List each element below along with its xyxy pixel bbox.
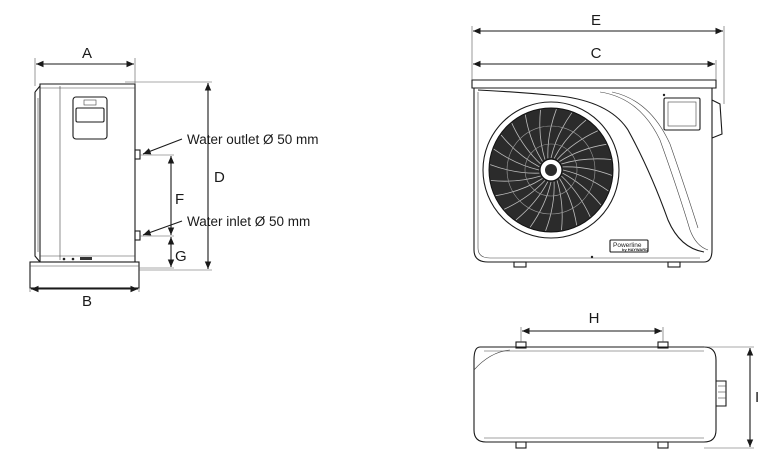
brand-badge	[609, 239, 649, 253]
fan-blade-line	[547, 109, 557, 159]
fan-blade-line	[490, 164, 540, 174]
dimension-g-label: G	[175, 248, 187, 265]
fan-blade-line	[539, 109, 546, 160]
fan-blade-line	[490, 175, 541, 182]
fan-blade-line	[562, 172, 602, 206]
dimension-a-label: A	[82, 45, 92, 62]
front-view-lid	[471, 79, 717, 89]
control-panel	[72, 96, 108, 140]
side-view-body	[39, 83, 136, 263]
fan-blade-line	[545, 181, 555, 231]
fan-blade-line	[550, 112, 573, 159]
fan-blade-line	[529, 181, 552, 228]
water-outlet-leader	[142, 138, 183, 155]
front-view: Powerline by HAYWARD E C	[471, 12, 725, 268]
fan-blade-line	[524, 114, 543, 162]
fan-blade-line	[504, 180, 546, 210]
front-control-display	[663, 97, 701, 131]
fan-blade-line	[559, 178, 578, 226]
fan-blade-line	[561, 158, 612, 165]
fan-grille	[482, 101, 620, 239]
fan-blade-line	[562, 166, 612, 176]
front-foot-left	[513, 261, 527, 268]
front-foot-right	[667, 261, 681, 268]
fan-blade-line	[556, 130, 598, 160]
dimension-e-label: E	[591, 12, 601, 29]
side-view: A B D F G Water outlet Ø 50 mm Water inl…	[29, 45, 319, 310]
water-outlet-pipe	[134, 149, 141, 160]
dimension-d-label: D	[214, 169, 225, 186]
fan-blade-line	[559, 143, 607, 162]
fan-blade-line	[515, 181, 549, 221]
top-view-outline	[473, 346, 717, 443]
dimension-f-label: F	[175, 191, 184, 208]
front-panel-swoosh	[477, 89, 705, 253]
top-view: H I	[473, 310, 759, 449]
fan-blade-line	[562, 169, 609, 192]
fan-blade-line	[561, 175, 591, 217]
front-view-body	[473, 88, 713, 263]
water-inlet-label: Water inlet Ø 50 mm	[187, 214, 310, 229]
water-inlet-leader	[142, 220, 183, 236]
fan-blade-line	[495, 178, 543, 197]
fan-blade-line	[553, 119, 587, 159]
fan-blade-line	[511, 123, 541, 165]
dimension-b-label: B	[82, 293, 92, 310]
fan-blade-line	[556, 180, 563, 231]
fan-blade-line	[493, 148, 540, 171]
dimension-i-label: I	[755, 389, 759, 406]
fan-blade-line	[500, 134, 540, 168]
side-handle	[711, 99, 723, 139]
dimension-h-label: H	[589, 310, 600, 327]
side-view-left-edge	[34, 85, 41, 263]
water-outlet-label: Water outlet Ø 50 mm	[187, 132, 319, 147]
top-view-connector	[716, 380, 727, 407]
brand-subline: by HAYWARD	[622, 247, 648, 252]
water-inlet-pipe	[134, 230, 141, 241]
dimension-c-label: C	[591, 45, 602, 62]
brand-name: Powerline	[613, 242, 642, 249]
